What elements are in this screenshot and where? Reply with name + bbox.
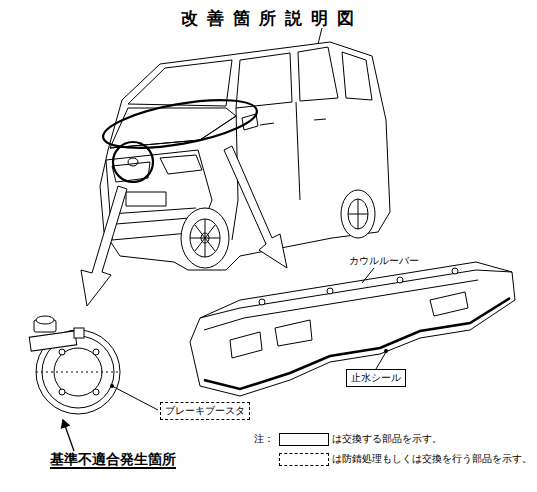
diagram-title: 改善箇所説明図 xyxy=(181,9,363,29)
leader-line xyxy=(362,268,374,283)
leader-arrow xyxy=(63,420,74,451)
brake-booster xyxy=(29,316,120,414)
leader-line xyxy=(376,352,386,369)
legend-sample xyxy=(279,453,329,466)
part-label-box: 止水シール xyxy=(346,369,406,387)
part-label-box: ブレーキブースタ xyxy=(160,402,250,420)
part-name: カウルルーバー xyxy=(349,255,419,267)
pointer-arrow xyxy=(81,186,127,306)
legend-sample xyxy=(279,433,329,446)
note-prefix: 注： xyxy=(254,434,274,445)
water-seal xyxy=(204,298,510,389)
part-name: ブレーキブースタ xyxy=(165,405,245,417)
part-name: 止水シール xyxy=(351,372,401,384)
leader-line xyxy=(112,386,158,410)
cowl-louver xyxy=(190,262,515,396)
defect-location-label: 基準不適合発生箇所 xyxy=(50,451,176,467)
car xyxy=(100,28,390,270)
legend-text: は交換する部品を示す。 xyxy=(332,434,442,445)
pointer-arrow xyxy=(224,146,287,268)
legend-text: は防錆処理もしくは交換を行う部品を示す。 xyxy=(332,454,532,465)
